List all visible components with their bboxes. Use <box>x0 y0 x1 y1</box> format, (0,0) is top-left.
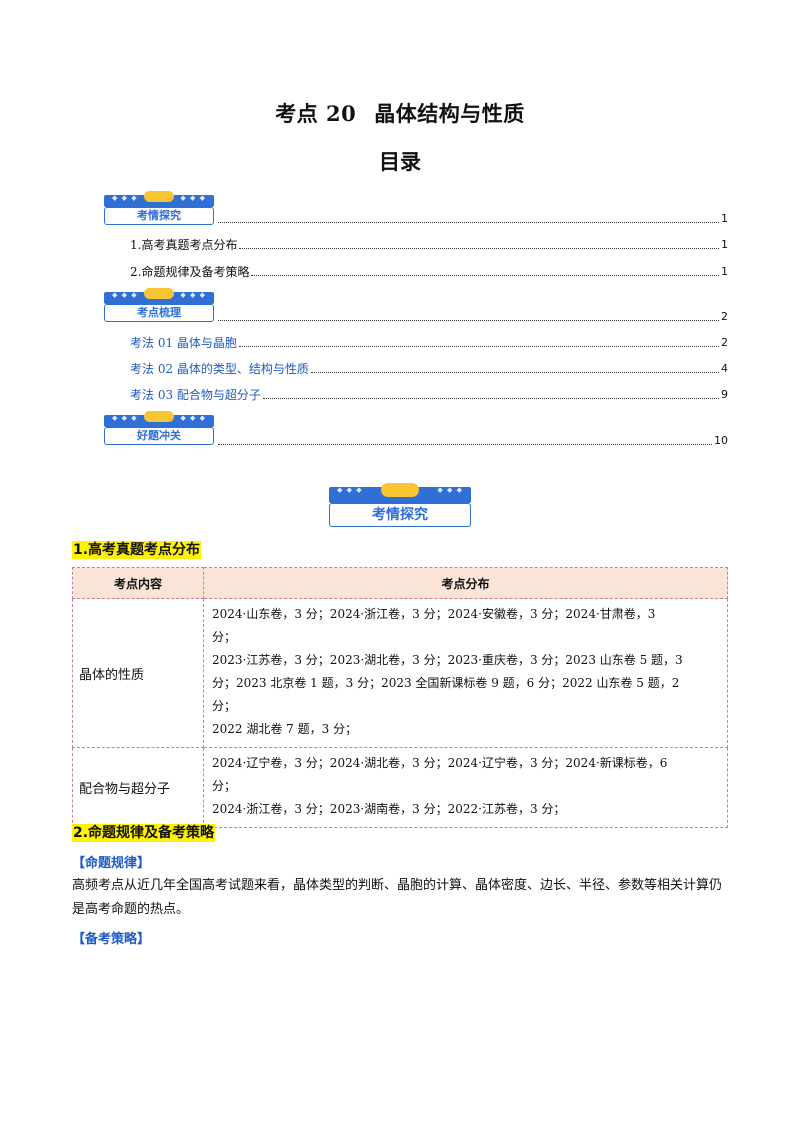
table-cell-category: 晶体的性质 <box>72 598 204 748</box>
toc-page: 10 <box>714 434 728 447</box>
value-line: 2024·辽宁卷，3 分；2024·湖北卷，3 分；2024·辽宁卷，3 分；2… <box>212 756 668 770</box>
toc-page: 2 <box>721 310 728 323</box>
badge-pill <box>144 191 174 202</box>
toc-entry-badge1[interactable]: 1 <box>216 212 728 226</box>
toc-entry-item4[interactable]: 考法 02 晶体的类型、结构与性质 4 <box>130 362 728 376</box>
toc-leader <box>218 443 712 445</box>
toc-text: 2.命题规律及备考策略 <box>130 265 250 279</box>
toc-text: 考法 01 晶体与晶胞 <box>130 336 237 350</box>
badge-label: 考情探究 <box>329 503 471 527</box>
value-line: 分； <box>212 630 237 644</box>
badge-pill <box>144 288 174 299</box>
toc-page: 9 <box>721 388 728 401</box>
value-line: 分；2023 北京卷 1 题，3 分；2023 全国新课标卷 9 题，6 分；2… <box>212 676 680 690</box>
rule-text: 高频考点从近几年全国高考试题来看，晶体类型的判断、晶胞的计算、晶体密度、边长、半… <box>72 878 723 917</box>
toc-text: 考法 02 晶体的类型、结构与性质 <box>130 362 309 376</box>
toc-leader <box>239 247 719 249</box>
toc-entry-item3[interactable]: 考法 01 晶体与晶胞 2 <box>130 336 728 350</box>
value-line: 2022 湖北卷 7 题，3 分； <box>212 722 358 736</box>
toc-leader <box>262 397 719 399</box>
badge-pill <box>144 411 174 422</box>
table-header-row: 考点内容 考点分布 <box>72 567 728 599</box>
toc-entry-badge3[interactable]: 10 <box>216 434 728 448</box>
toc-page: 1 <box>721 212 728 225</box>
toc-title: 目录 <box>379 150 421 174</box>
toc-page: 1 <box>721 265 728 278</box>
badge-label: 考点梳理 <box>104 304 214 322</box>
toc-leader <box>218 319 719 321</box>
badge-pill <box>381 483 419 497</box>
section1-heading: 1.高考真题考点分布 <box>72 541 202 559</box>
toc-badge-kaodian[interactable]: 考点梳理 <box>104 288 214 322</box>
section2-heading: 2.命题规律及备考策略 <box>72 824 216 842</box>
toc-page: 2 <box>721 336 728 349</box>
table-row: 配合物与超分子 2024·辽宁卷，3 分；2024·湖北卷，3 分；2024·辽… <box>72 747 728 828</box>
strategy-label: 【备考策略】 <box>72 932 151 947</box>
toc-text: 1.高考真题考点分布 <box>130 238 238 252</box>
toc-leader <box>238 345 719 347</box>
value-line: 2023·江苏卷，3 分；2023·湖北卷，3 分；2023·重庆卷，3 分；2… <box>212 653 683 667</box>
toc-entry-item1[interactable]: 1.高考真题考点分布 1 <box>130 238 728 252</box>
value-line: 分； <box>212 699 237 713</box>
toc-leader <box>310 371 719 373</box>
value-line: 分； <box>212 779 237 793</box>
table-header-cell: 考点分布 <box>203 567 728 599</box>
toc-page: 4 <box>721 362 728 375</box>
title-code: 考点 20 <box>275 101 357 126</box>
toc-page: 1 <box>721 238 728 251</box>
toc-text: 考法 03 配合物与超分子 <box>130 388 261 402</box>
toc-badge-haoti[interactable]: 好题冲关 <box>104 411 214 445</box>
title-name: 晶体结构与性质 <box>374 102 525 126</box>
toc-entry-badge2[interactable]: 2 <box>216 310 728 324</box>
table-row: 晶体的性质 2024·山东卷，3 分；2024·浙江卷，3 分；2024·安徽卷… <box>72 598 728 748</box>
badge-label: 考情探究 <box>104 207 214 225</box>
value-line: 2024·山东卷，3 分；2024·浙江卷，3 分；2024·安徽卷，3 分；2… <box>212 607 656 621</box>
table-cell-category: 配合物与超分子 <box>72 747 204 828</box>
badge-label: 好题冲关 <box>104 427 214 445</box>
toc-leader <box>218 221 719 223</box>
exam-distribution-table: 考点内容 考点分布 晶体的性质 2024·山东卷，3 分；2024·浙江卷，3 … <box>72 567 728 828</box>
toc-entry-item5[interactable]: 考法 03 配合物与超分子 9 <box>130 388 728 402</box>
toc-leader <box>251 274 719 276</box>
table-cell-values: 2024·辽宁卷，3 分；2024·湖北卷，3 分；2024·辽宁卷，3 分；2… <box>203 747 728 828</box>
value-line: 2024·浙江卷，3 分；2023·湖南卷，3 分；2022·江苏卷，3 分； <box>212 802 566 816</box>
section-badge-kaoqing: 考情探究 <box>329 483 471 527</box>
toc-entry-item2[interactable]: 2.命题规律及备考策略 1 <box>130 265 728 279</box>
rule-label: 【命题规律】 <box>72 856 151 871</box>
table-cell-values: 2024·山东卷，3 分；2024·浙江卷，3 分；2024·安徽卷，3 分；2… <box>203 598 728 748</box>
table-header-cell: 考点内容 <box>72 567 204 599</box>
toc-badge-kaoqing[interactable]: 考情探究 <box>104 191 214 225</box>
page-title: 考点 20 晶体结构与性质 <box>0 98 800 128</box>
